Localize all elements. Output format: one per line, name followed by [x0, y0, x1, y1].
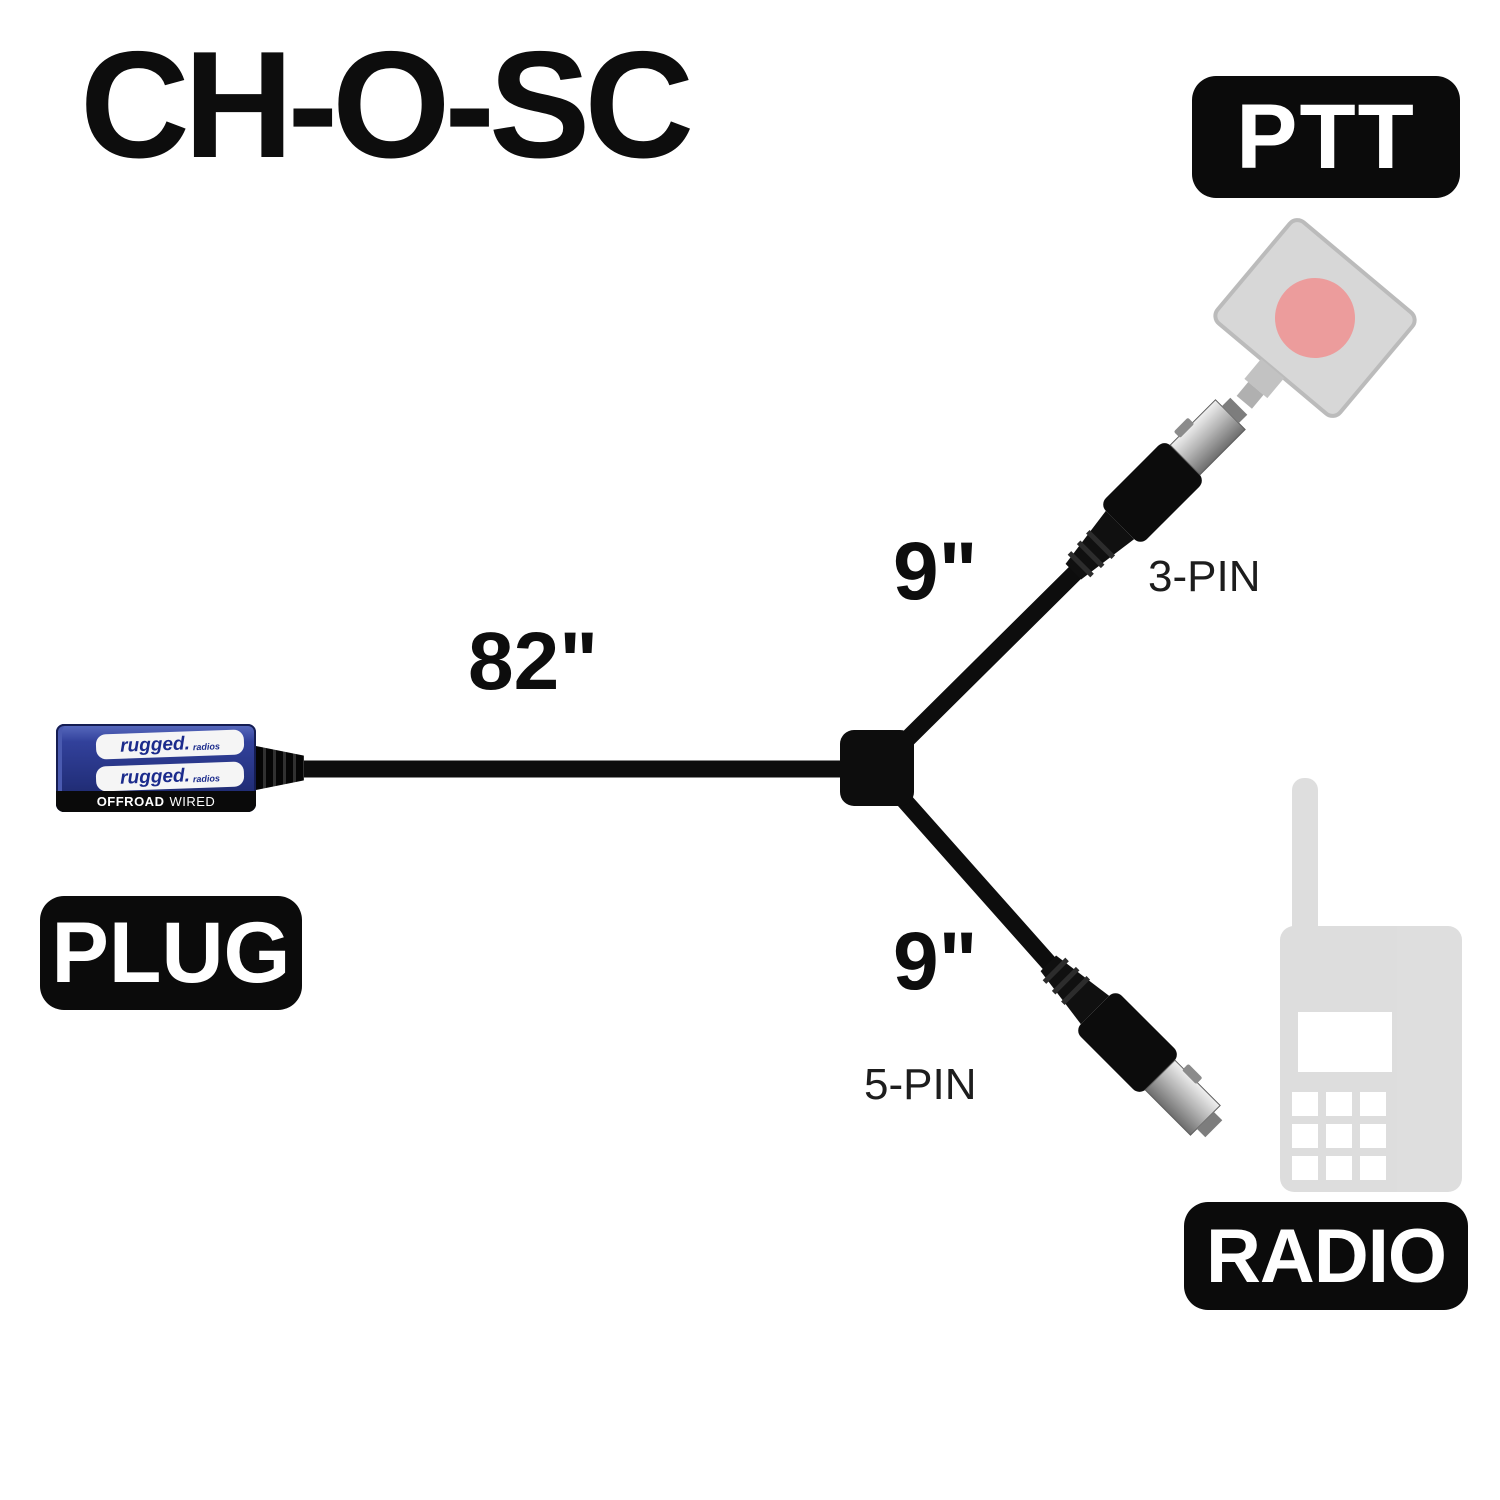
rugged-logo: rugged. radios [95, 761, 245, 792]
rugged-logo: rugged. radios [95, 729, 245, 760]
ptt-badge: PTT [1192, 76, 1460, 198]
handheld-radio-icon [1280, 778, 1462, 1192]
offroad-plug-connector: rugged. radios rugged. radios OFFROAD WI… [56, 724, 256, 812]
rugged-logo-text: rugged. [119, 732, 191, 757]
three-pin-label: 3-PIN [1148, 552, 1261, 601]
main-cable-length-label: 82" [468, 616, 599, 707]
five-pin-label: 5-PIN [864, 1060, 977, 1109]
five-pin-connector [1040, 955, 1223, 1138]
product-title: CH-O-SC [80, 20, 694, 190]
rugged-logo-text: rugged. [119, 764, 191, 789]
plug-band-bold: OFFROAD [96, 794, 165, 809]
plug-band-label: OFFROAD WIRED [56, 791, 256, 812]
upper-branch-length-label: 9" [893, 526, 978, 617]
three-pin-connector [1065, 397, 1248, 580]
rugged-logo-subtext: radios [192, 773, 221, 785]
junction-box [840, 730, 914, 806]
lower-branch-length-label: 9" [893, 916, 978, 1007]
ptt-button-icon [1213, 218, 1417, 418]
plug-band-normal: WIRED [169, 794, 216, 809]
rugged-logo-subtext: radios [192, 741, 221, 753]
plug-badge: PLUG [40, 896, 302, 1010]
radio-badge: RADIO [1184, 1202, 1468, 1310]
